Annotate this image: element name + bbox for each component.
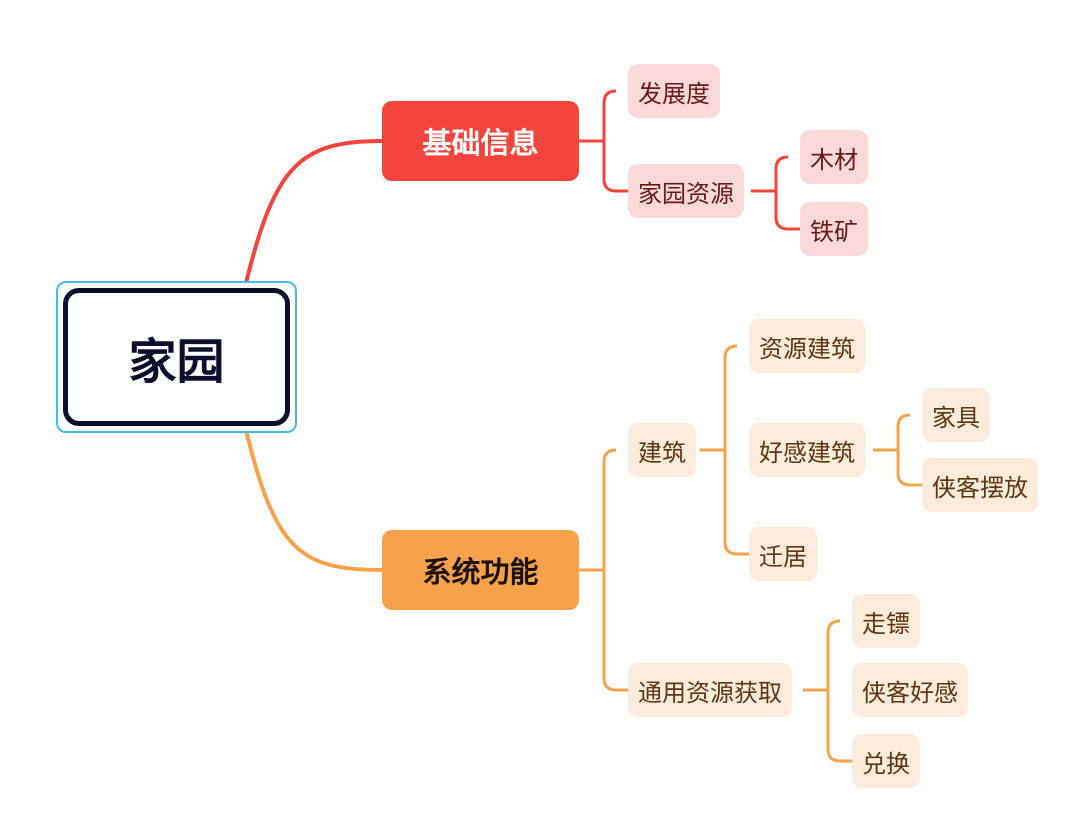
link-resources-children <box>751 155 800 231</box>
node-resource-building-label: 资源建筑 <box>759 334 855 363</box>
node-basic-info[interactable]: 基础信息 <box>382 101 579 181</box>
node-iron-ore[interactable]: 铁矿 <box>800 202 868 256</box>
node-system-functions[interactable]: 系统功能 <box>382 530 579 610</box>
node-home-resources-label: 家园资源 <box>638 179 734 208</box>
node-hero-favor-label: 侠客好感 <box>862 678 958 707</box>
node-escort-label: 走镖 <box>862 609 910 638</box>
link-favor-children <box>873 413 922 487</box>
node-hero-placement-label: 侠客摆放 <box>932 473 1028 502</box>
node-home-resources[interactable]: 家园资源 <box>628 164 744 218</box>
link-root-basic <box>244 139 384 285</box>
link-gain-children <box>803 619 852 763</box>
node-iron-ore-label: 铁矿 <box>810 217 858 246</box>
node-exchange-label: 兑换 <box>862 749 910 778</box>
node-furniture[interactable]: 家具 <box>922 388 990 442</box>
node-resource-gain-label: 通用资源获取 <box>638 678 782 707</box>
node-development[interactable]: 发展度 <box>628 64 720 118</box>
node-relocate-label: 迁居 <box>759 542 807 571</box>
node-development-label: 发展度 <box>638 79 710 108</box>
link-system-children <box>579 448 628 692</box>
node-escort[interactable]: 走镖 <box>852 594 920 648</box>
node-favor-building-label: 好感建筑 <box>759 438 855 467</box>
node-resource-building[interactable]: 资源建筑 <box>749 319 865 373</box>
node-basic-info-label: 基础信息 <box>422 126 539 160</box>
node-wood[interactable]: 木材 <box>800 130 868 184</box>
root-node[interactable]: 家园 <box>63 288 290 426</box>
link-building-children <box>700 344 749 556</box>
node-system-functions-label: 系统功能 <box>422 555 539 589</box>
root-label: 家园 <box>128 334 225 390</box>
link-basic-children <box>579 89 628 193</box>
node-wood-label: 木材 <box>810 145 858 174</box>
link-root-system <box>244 428 384 572</box>
node-hero-placement[interactable]: 侠客摆放 <box>922 458 1038 512</box>
node-favor-building[interactable]: 好感建筑 <box>749 423 865 477</box>
node-furniture-label: 家具 <box>932 403 980 432</box>
node-building[interactable]: 建筑 <box>628 423 696 477</box>
node-relocate[interactable]: 迁居 <box>749 527 817 581</box>
node-resource-gain[interactable]: 通用资源获取 <box>628 663 792 717</box>
node-hero-favor[interactable]: 侠客好感 <box>852 663 968 717</box>
node-building-label: 建筑 <box>638 438 686 467</box>
node-exchange[interactable]: 兑换 <box>852 734 920 788</box>
